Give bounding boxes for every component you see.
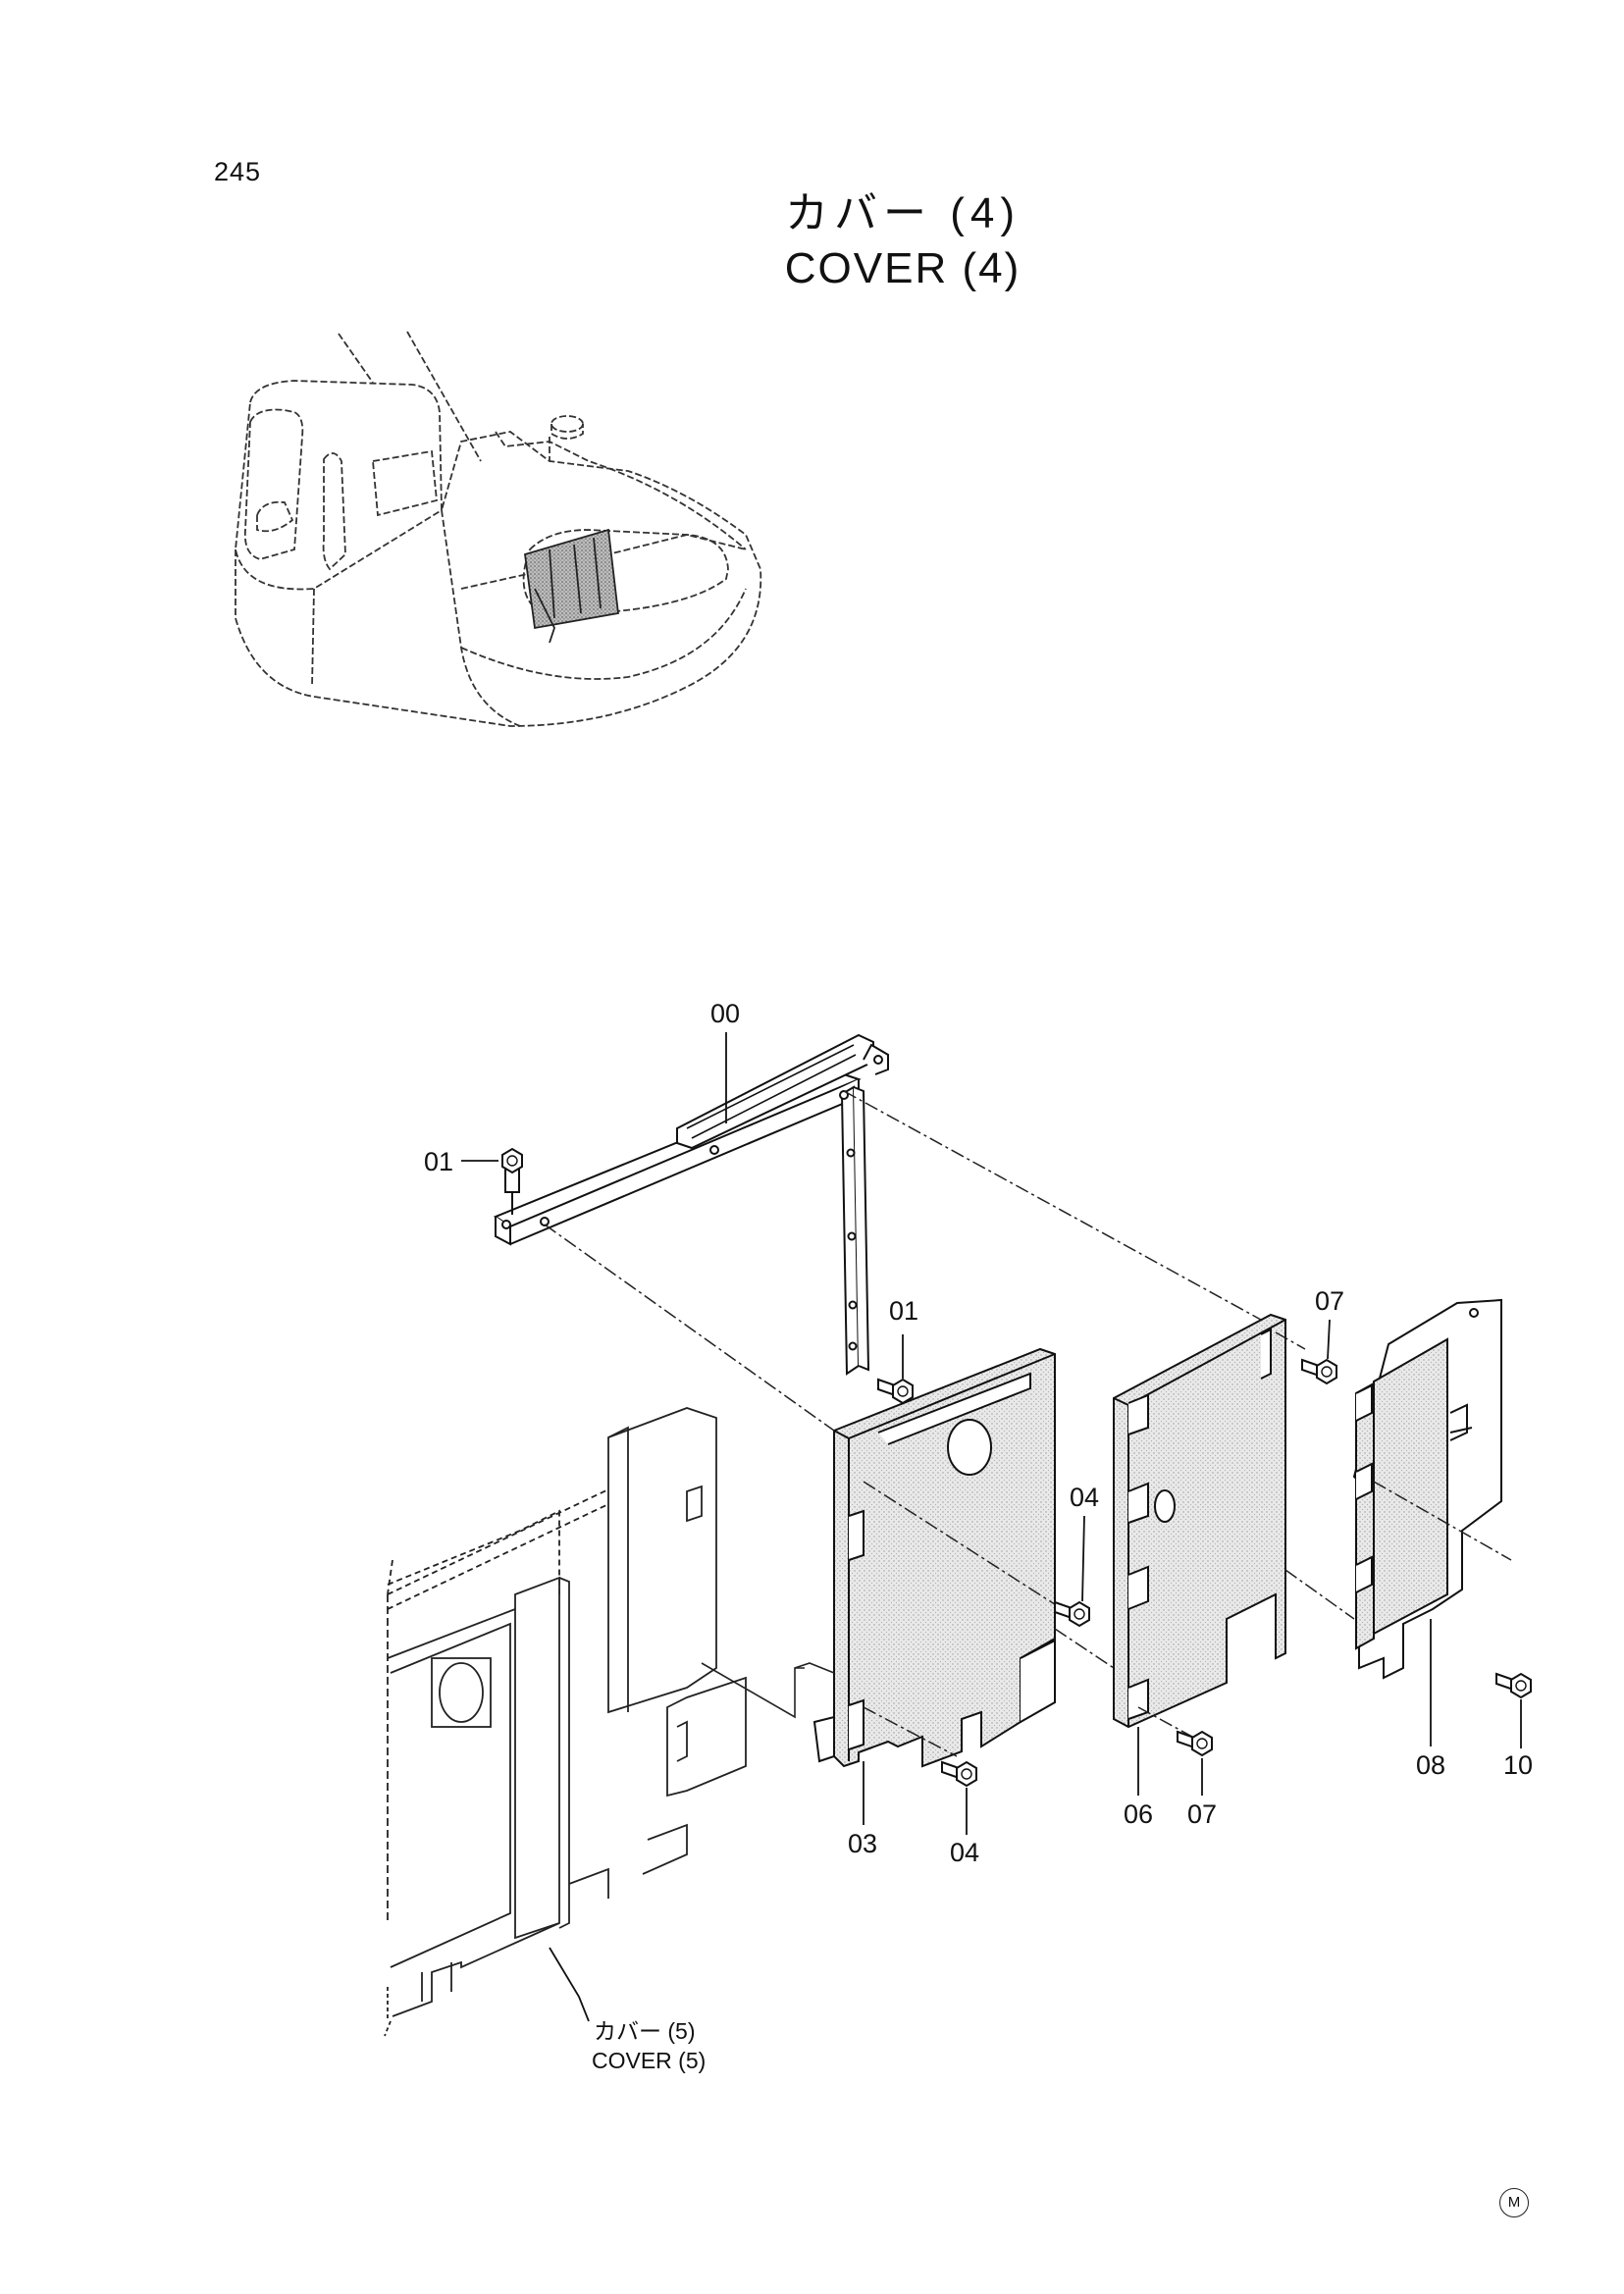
callout-07b: 07 <box>1187 1799 1217 1829</box>
frame-bracket-00 <box>493 1033 889 1376</box>
callout-06: 06 <box>1124 1799 1153 1829</box>
bolt-04-lower <box>941 1760 977 1787</box>
cover-panel-08 <box>1352 1298 1502 1680</box>
callout-04a: 04 <box>1070 1483 1099 1512</box>
bolt-07-upper <box>1301 1358 1337 1384</box>
callout-01b: 01 <box>889 1296 918 1326</box>
callout-08: 08 <box>1416 1750 1445 1780</box>
excavator-overview <box>235 331 762 727</box>
callout-03: 03 <box>848 1829 877 1858</box>
bolt-04-upper <box>1054 1600 1090 1627</box>
callout-leaders <box>461 1032 1522 2022</box>
bolt-07-lower <box>1177 1730 1213 1756</box>
callout-07a: 07 <box>1315 1286 1344 1316</box>
callout-10: 10 <box>1503 1750 1533 1780</box>
reference-cover-5-ja: カバー (5) <box>594 2018 696 2044</box>
callout-04b: 04 <box>950 1838 979 1867</box>
bolt-10 <box>1495 1672 1532 1698</box>
page-number: 245 <box>214 157 262 186</box>
assembly-lines <box>544 1090 1512 1757</box>
title-english: COVER (4) <box>784 244 1022 292</box>
cover-panel-03 <box>812 1347 1056 1768</box>
cover-5-reference-frame <box>384 1407 747 2037</box>
bolt-01-post <box>877 1378 914 1404</box>
callout-01a: 01 <box>424 1147 453 1176</box>
title-japanese: カバー (4) <box>785 189 1021 237</box>
page-title: カバー (4) COVER (4) <box>687 186 1119 296</box>
cover-panel-06 <box>1113 1313 1286 1729</box>
callout-00: 00 <box>710 999 740 1028</box>
manufacturer-mark: M <box>1499 2188 1529 2217</box>
cover-5-connector <box>701 1662 835 1719</box>
bolt-01-left <box>501 1148 523 1215</box>
reference-cover-5-en: COVER (5) <box>592 2048 706 2073</box>
